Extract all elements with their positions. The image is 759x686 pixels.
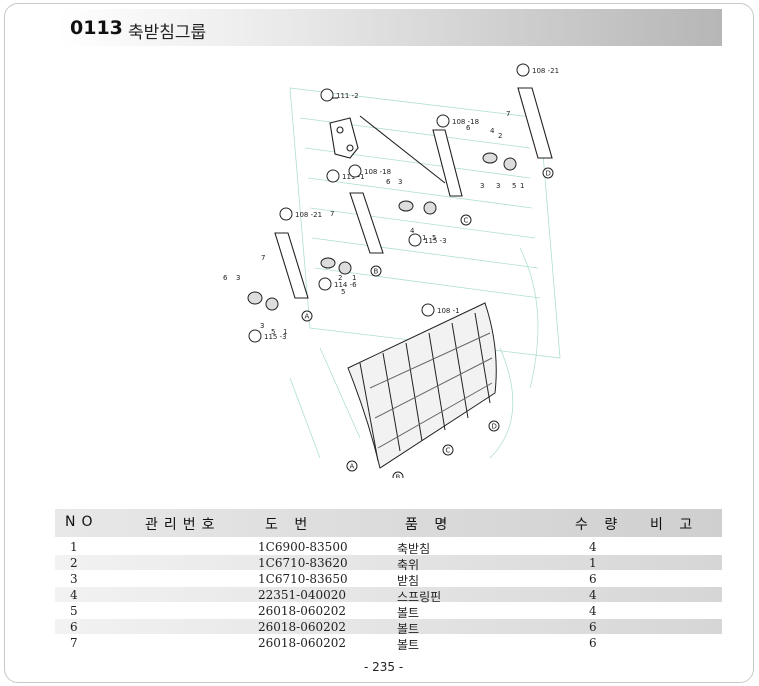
svg-text:108 -18: 108 -18 <box>452 118 479 126</box>
svg-text:3: 3 <box>496 182 500 190</box>
bearing-assemblies <box>247 152 517 311</box>
svg-text:111 -2: 111 -2 <box>336 92 359 100</box>
svg-text:A: A <box>350 463 355 471</box>
svg-text:D: D <box>546 170 551 178</box>
svg-text:5: 5 <box>341 288 345 296</box>
parts-diagram: 111 -2 111 -1 108 -18 108 -18 108 -21 10… <box>223 63 561 479</box>
table-row: 3 1C6710-83650 받침 6 <box>70 572 597 588</box>
guide-assembly <box>347 302 497 469</box>
svg-text:108 -21: 108 -21 <box>295 211 322 219</box>
svg-text:7: 7 <box>261 254 265 262</box>
svg-text:3: 3 <box>398 178 402 186</box>
svg-text:3: 3 <box>480 182 484 190</box>
callouts: 111 -2 111 -1 108 -18 108 -18 108 -21 10… <box>248 63 559 343</box>
svg-text:6: 6 <box>466 124 471 132</box>
svg-text:4: 4 <box>490 127 495 135</box>
svg-text:2: 2 <box>498 132 502 140</box>
col-drawing: 도 번 <box>265 517 314 533</box>
svg-text:108 -1: 108 -1 <box>437 307 460 315</box>
svg-text:4: 4 <box>410 227 415 235</box>
svg-text:3: 3 <box>236 274 240 282</box>
svg-text:108 -21: 108 -21 <box>532 67 559 75</box>
svg-text:A: A <box>305 313 310 321</box>
svg-text:5: 5 <box>271 328 275 336</box>
svg-text:1: 1 <box>422 234 426 242</box>
col-no: NO <box>65 514 99 530</box>
svg-text:115 -3: 115 -3 <box>264 333 287 341</box>
section-title: 축받침그룹 <box>128 23 207 43</box>
svg-text:D: D <box>492 423 497 431</box>
section-header: 0113 축받침그룹 <box>58 9 722 46</box>
table-row: 7 26018-060202 볼트 6 <box>70 636 597 652</box>
svg-text:B: B <box>374 268 379 276</box>
svg-text:115 -3: 115 -3 <box>424 237 447 245</box>
table-row: 4 22351-040020 스프링핀 4 <box>55 587 722 604</box>
table-row: 2 1C6710-83620 축위 1 <box>55 555 722 572</box>
svg-text:114 -6: 114 -6 <box>334 281 357 289</box>
table-row: 5 26018-060202 볼트 4 <box>70 604 597 620</box>
shaft-plates <box>274 87 553 299</box>
svg-text:6: 6 <box>386 178 391 186</box>
svg-text:6: 6 <box>223 274 228 282</box>
col-mgmt: 관리번호 <box>145 517 221 533</box>
table-row: 1 1C6900-83500 축받침 4 <box>70 540 597 556</box>
col-qty: 수 량 <box>575 517 624 533</box>
svg-text:2: 2 <box>338 274 342 282</box>
table-row: 6 26018-060202 볼트 6 <box>55 619 722 636</box>
svg-text:C: C <box>464 217 469 225</box>
section-code: 0113 <box>70 17 123 39</box>
svg-text:C: C <box>446 447 451 455</box>
svg-text:7: 7 <box>330 210 334 218</box>
col-note: 비 고 <box>650 517 699 533</box>
svg-text:1: 1 <box>283 328 287 336</box>
page-number: - 235 - <box>364 660 404 674</box>
parts-table-header: NO 관리번호 도 번 품 명 수 량 비 고 <box>55 509 722 537</box>
svg-text:B: B <box>396 474 401 479</box>
svg-text:1: 1 <box>520 182 524 190</box>
svg-text:108 -18: 108 -18 <box>364 168 391 176</box>
svg-text:7: 7 <box>506 110 510 118</box>
col-name: 품 명 <box>405 517 454 533</box>
letter-callouts: D C B A D C B A <box>301 167 554 479</box>
svg-text:1: 1 <box>352 274 356 282</box>
svg-text:5: 5 <box>432 234 436 242</box>
svg-text:3: 3 <box>260 322 264 330</box>
svg-text:5: 5 <box>512 182 516 190</box>
part-numbers: 7 6 4 2 3 1 5 3 6 3 1 5 7 4 2 5 1 6 3 7 … <box>223 110 524 336</box>
